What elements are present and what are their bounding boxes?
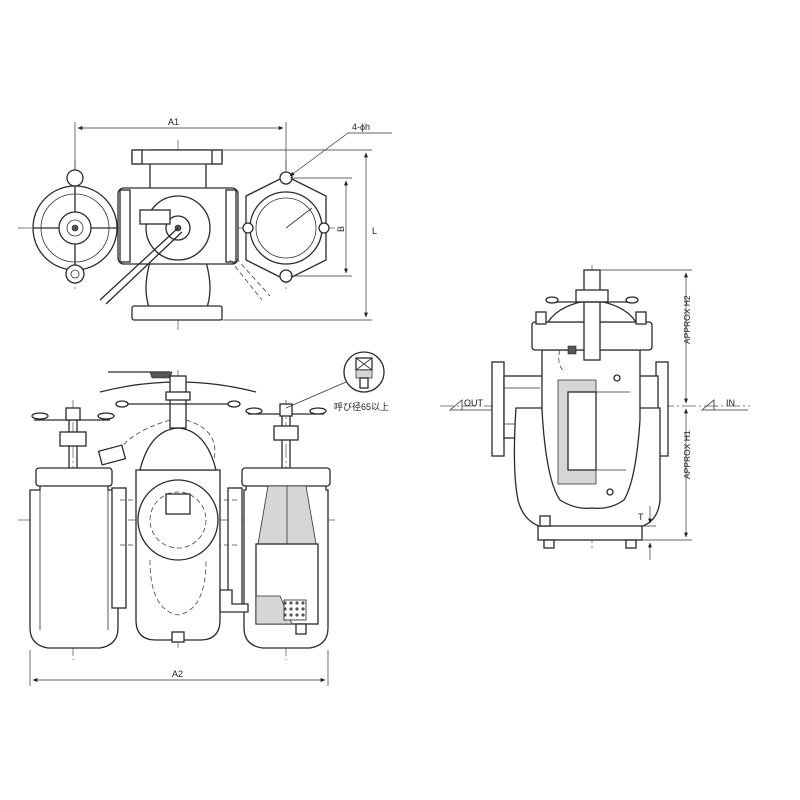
nominal-size-note: 呼び径65以上 — [334, 401, 389, 412]
side-view — [440, 265, 750, 550]
dim-h2-label: APPROX H2 — [682, 295, 692, 344]
front-dimensions: A2 — [29, 650, 329, 686]
dim-t-label: T — [638, 512, 644, 522]
dim-b-label: B — [336, 226, 346, 232]
dim-hole-label: 4-ϕh — [352, 122, 370, 132]
flow-in-label: IN — [726, 398, 735, 408]
dim-a2-label: A2 — [172, 669, 183, 679]
detail-callout: 呼び径65以上 — [285, 351, 389, 412]
top-dimensions: A1 4-ϕh B L — [74, 117, 392, 321]
front-view — [18, 370, 335, 660]
dim-a1-label: A1 — [168, 117, 179, 127]
flow-out-label: OUT — [464, 398, 484, 408]
dim-l-label: L — [372, 226, 377, 236]
side-dimensions: APPROX H2 APPROX H1 T OUT IN — [448, 269, 748, 560]
dim-h1-label: APPROX H1 — [682, 430, 692, 479]
top-view — [18, 140, 335, 330]
